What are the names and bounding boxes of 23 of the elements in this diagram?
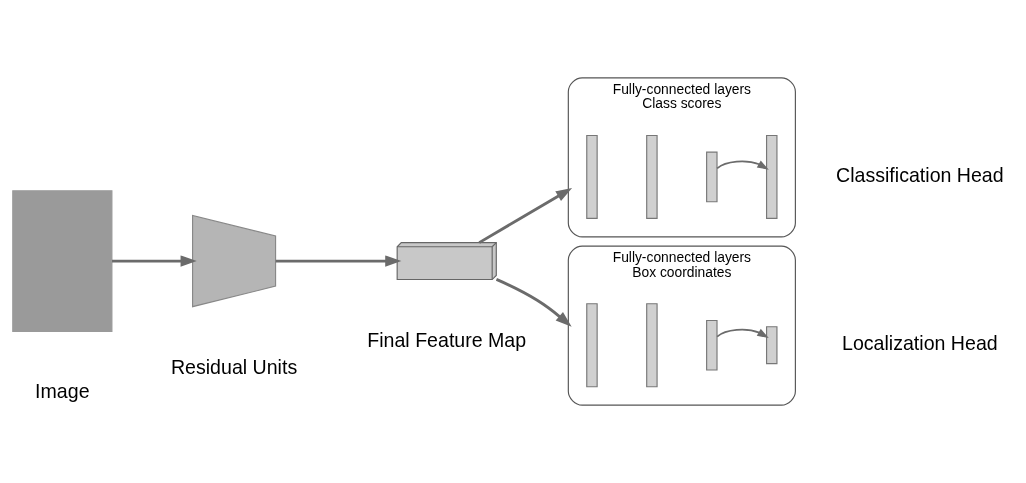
node-label: Image <box>35 380 90 403</box>
cluster: Fully-connected layers Box coordinates <box>567 245 796 406</box>
arrow <box>716 160 769 170</box>
node-bar <box>706 151 718 203</box>
node-label: Residual Units <box>170 356 298 379</box>
node-bar <box>766 326 778 365</box>
arrow <box>478 187 573 244</box>
node-bar <box>766 134 778 220</box>
node-bar <box>586 134 598 220</box>
node-bar <box>646 134 658 220</box>
node-trapezoid <box>192 214 277 308</box>
node-bar <box>586 303 598 388</box>
arrow <box>495 278 572 327</box>
node-label: Localization Head <box>842 331 998 354</box>
node-bar <box>646 303 658 388</box>
cluster: Fully-connected layers Class scores <box>567 77 796 238</box>
arrow <box>112 255 197 267</box>
node-label: Final Feature Map <box>367 328 527 351</box>
node-bar <box>706 319 718 371</box>
arrow <box>275 255 402 267</box>
node-label: Classification Head <box>836 163 1004 186</box>
arrow <box>716 328 769 339</box>
node-box <box>12 190 113 332</box>
